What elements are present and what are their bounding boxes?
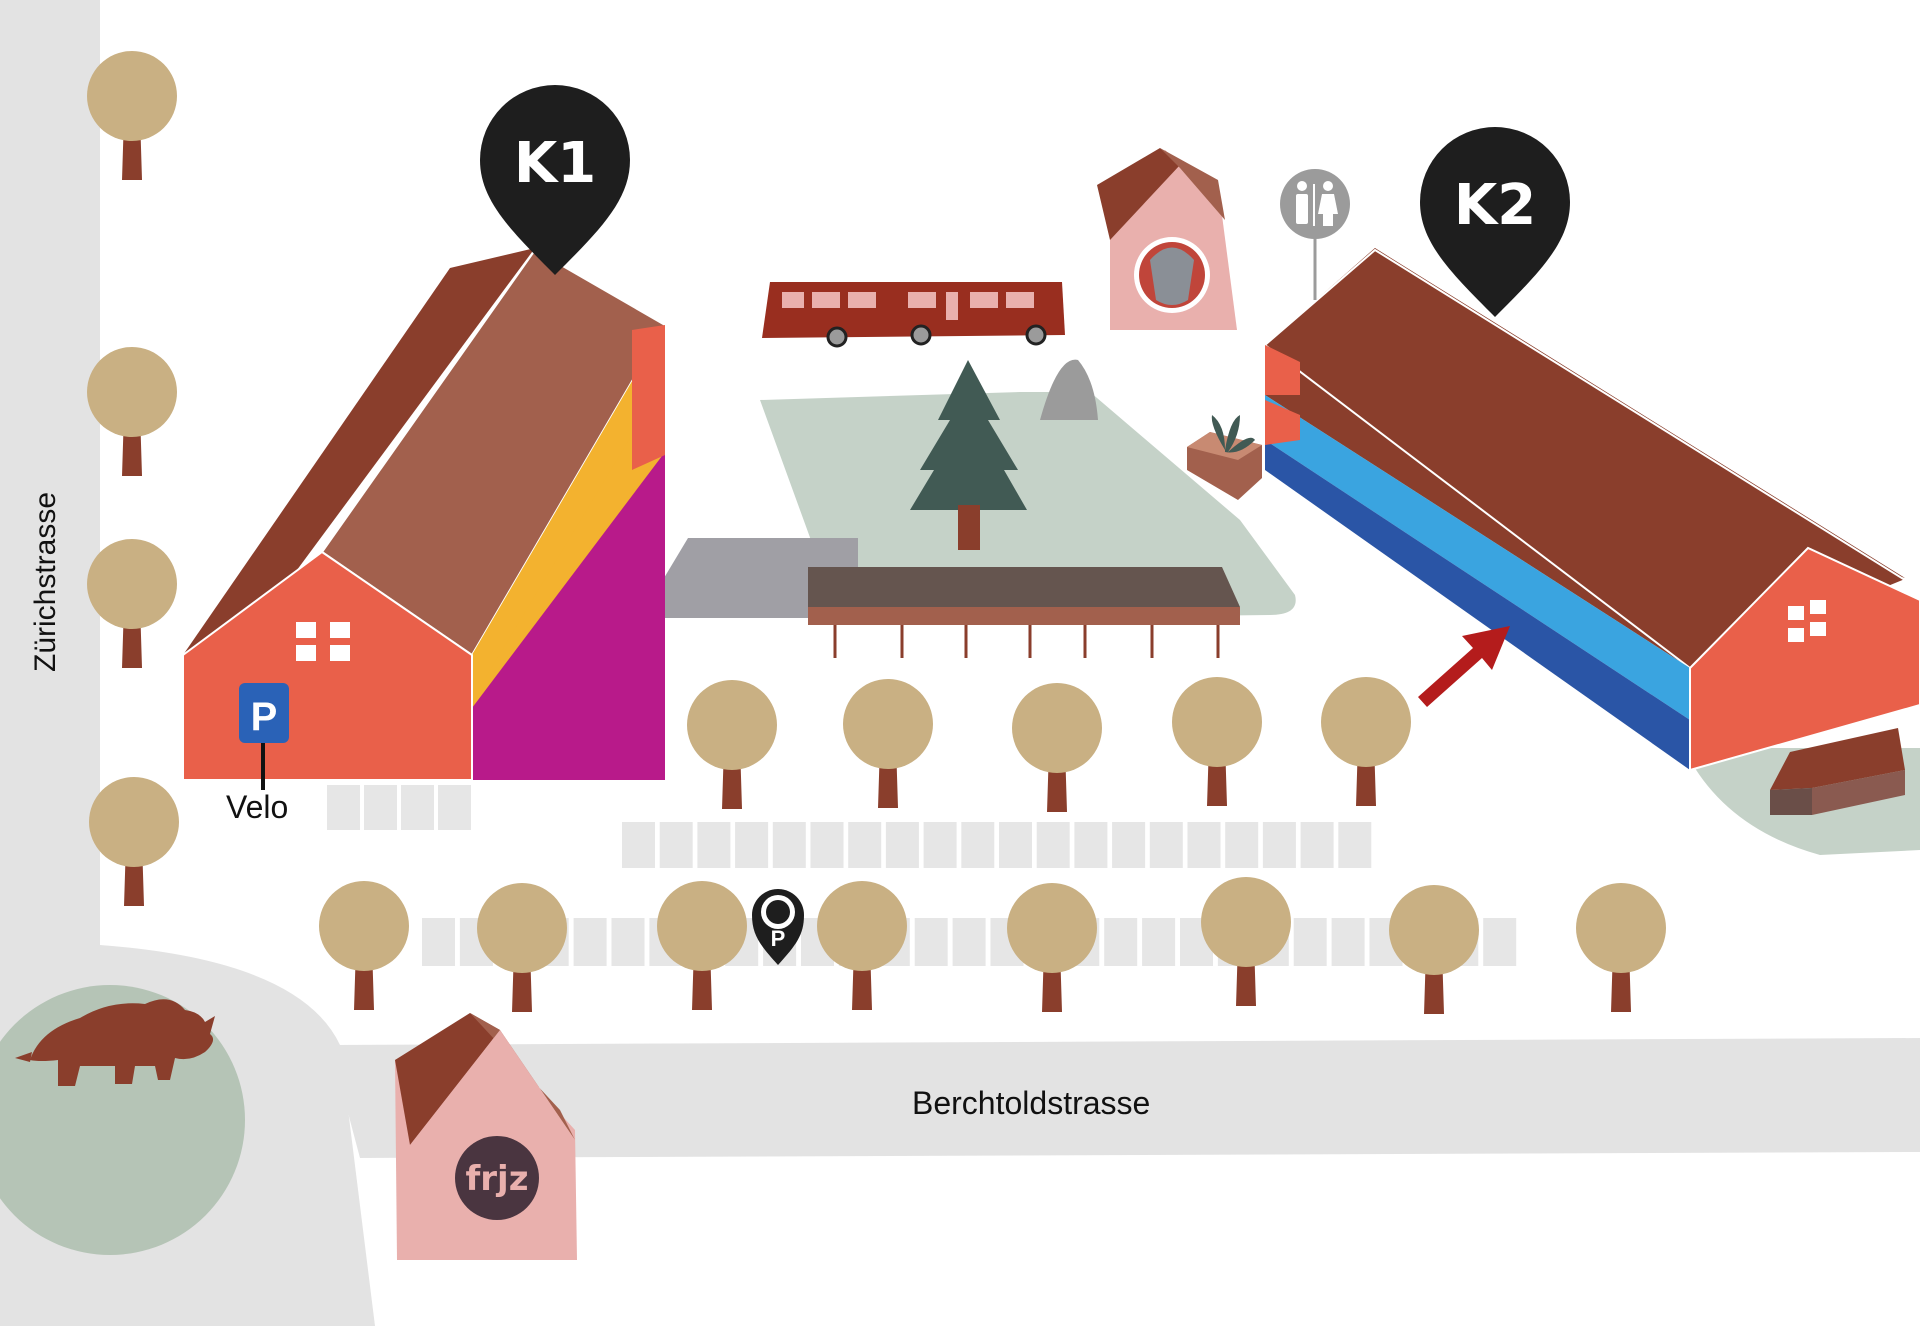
parking-space [659,822,693,868]
tree-icon [1389,885,1479,1014]
tree-icon [87,347,177,476]
parking-space [1074,822,1108,868]
tree-icon [657,881,747,1010]
parking-space [772,822,806,868]
parking-space [848,822,882,868]
tree-icon [1201,877,1291,1006]
grey-plaza [640,538,858,618]
direction-arrow-icon [1418,626,1510,707]
tree-icon [477,883,567,1012]
toilet-icon [1280,169,1350,300]
pin-label-k2: K2 [1454,173,1536,238]
parking-space [573,918,607,966]
frjz-logo [455,1136,539,1220]
parking-space [1225,822,1259,868]
parking-sign-label: P [251,695,278,739]
rhino-icon [15,999,215,1086]
tree-icon [817,881,907,1010]
parking-space [961,822,995,868]
small-shed [1770,728,1905,815]
bike-parking-label: Velo [226,789,288,825]
parking-space [1187,822,1221,868]
rock [1040,359,1098,420]
parking-space [885,822,919,868]
kiosk-house [1097,148,1237,330]
map-pin-k2[interactable]: K2 [1420,127,1570,317]
tree-icon [687,680,777,809]
parking-meter-label: P [771,926,786,951]
window-k2 [1788,600,1826,642]
building-k2 [1263,248,1920,772]
spruce-tree-icon [910,360,1027,550]
parking-space [1300,822,1334,868]
parking-space [1149,822,1183,868]
parking-sign-icon: P [239,683,289,790]
parking-row-velo [327,785,471,830]
parking-row-south [422,918,1517,966]
tree-icon [1172,677,1262,806]
parking-space [914,918,948,966]
parking-space [1293,918,1327,966]
street-label-zuerichstrasse: Zürichstrasse [29,492,62,672]
parking-space [697,822,731,868]
parking-space [1112,822,1146,868]
road-berchtoldstrasse [330,1038,1920,1158]
parking-space [1104,918,1138,966]
parking-space [1331,918,1365,966]
parking-row-middle [622,822,1372,868]
canopy [808,567,1240,658]
parking-space [952,918,986,966]
parking-space [1142,918,1176,966]
map-pin-k1[interactable]: K1 [480,85,630,275]
parking-space [1338,822,1372,868]
tree-icon [87,51,177,180]
tree-icon [1576,883,1666,1012]
pin-label-k1: K1 [514,131,596,196]
parking-space [999,822,1032,868]
parking-space [923,822,957,868]
map-pin-icon [1420,127,1570,317]
parking-space [1483,918,1517,966]
trees [87,51,1666,1014]
parking-space [810,822,844,868]
tree-icon [1007,883,1097,1012]
planter [1187,415,1262,500]
green-plaza [760,392,1296,620]
parking-meter-icon: P [752,889,804,965]
parking-space [422,918,455,966]
tree-icon [1012,683,1102,812]
window-k1 [296,622,350,661]
parking-space [1262,822,1296,868]
parking-space [1036,822,1070,868]
tree-icon [1321,677,1411,806]
tree-icon [89,777,179,906]
map-pin-icon [480,85,630,275]
bus-icon [762,282,1065,348]
parking-space [735,822,769,868]
tree-icon [319,881,409,1010]
tree-icon [843,679,933,808]
frjz-house: frjz [395,1013,577,1260]
building-k1 [182,248,667,781]
frjz-logo-text: frjz [465,1159,528,1199]
street-label-berchtoldstrasse: Berchtoldstrasse [912,1085,1150,1121]
parking-space [611,918,645,966]
tree-icon [87,539,177,668]
parking-space [622,822,655,868]
